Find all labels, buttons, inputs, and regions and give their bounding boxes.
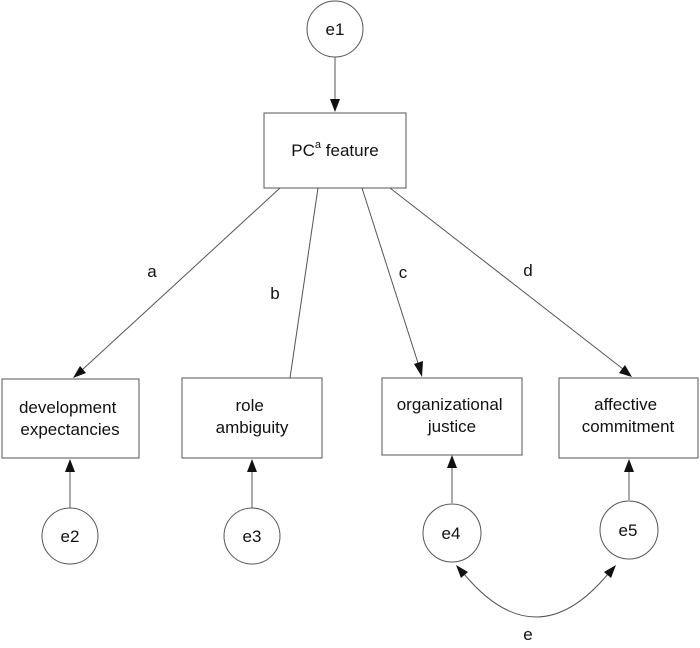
node-pc-feature-label: PCa feature	[291, 139, 378, 160]
path-label-d: d	[523, 261, 532, 280]
path-label-e: e	[523, 625, 532, 644]
node-e4-label: e4	[442, 524, 461, 543]
covariance-e4-e5	[463, 573, 609, 618]
node-affective-commitment	[558, 377, 699, 459]
node-e3	[223, 507, 281, 565]
arrowhead-cov-e4	[456, 565, 468, 578]
node-e4	[422, 503, 482, 563]
node-e1	[306, 0, 364, 58]
arrowhead-c	[414, 361, 423, 377]
node-organizational-justice-label: organizational justice	[397, 395, 508, 436]
node-e3-label: e3	[243, 527, 262, 546]
edge-d	[389, 187, 624, 370]
arrowhead-d	[619, 365, 632, 377]
node-e2	[41, 507, 99, 565]
node-e5	[599, 500, 659, 560]
edge-c	[361, 187, 419, 364]
node-development-expectancies-label: development expectancies	[19, 398, 121, 439]
path-label-a: a	[147, 262, 157, 281]
edge-b	[289, 187, 319, 379]
arrowhead-a	[73, 366, 86, 378]
edge-a	[81, 187, 281, 371]
arrowhead-cov-e5	[604, 565, 616, 578]
arrowhead-e5	[624, 459, 634, 472]
node-e5-label: e5	[619, 521, 638, 540]
arrowhead-e4	[447, 455, 457, 468]
node-organizational-justice	[381, 377, 523, 456]
arrowhead-e1-feature	[330, 99, 340, 112]
node-e1-label: e1	[326, 20, 345, 39]
node-e2-label: e2	[61, 527, 80, 546]
node-affective-commitment-label: affective commitment	[582, 395, 675, 436]
arrowhead-e3	[247, 459, 257, 472]
node-role-ambiguity-label: role ambiguity	[216, 396, 289, 437]
arrowhead-e2	[65, 459, 75, 472]
node-role-ambiguity	[181, 377, 323, 459]
node-pc-feature	[263, 112, 407, 189]
path-label-b: b	[270, 284, 279, 303]
path-label-c: c	[399, 263, 408, 282]
node-development-expectancies	[1, 378, 140, 459]
